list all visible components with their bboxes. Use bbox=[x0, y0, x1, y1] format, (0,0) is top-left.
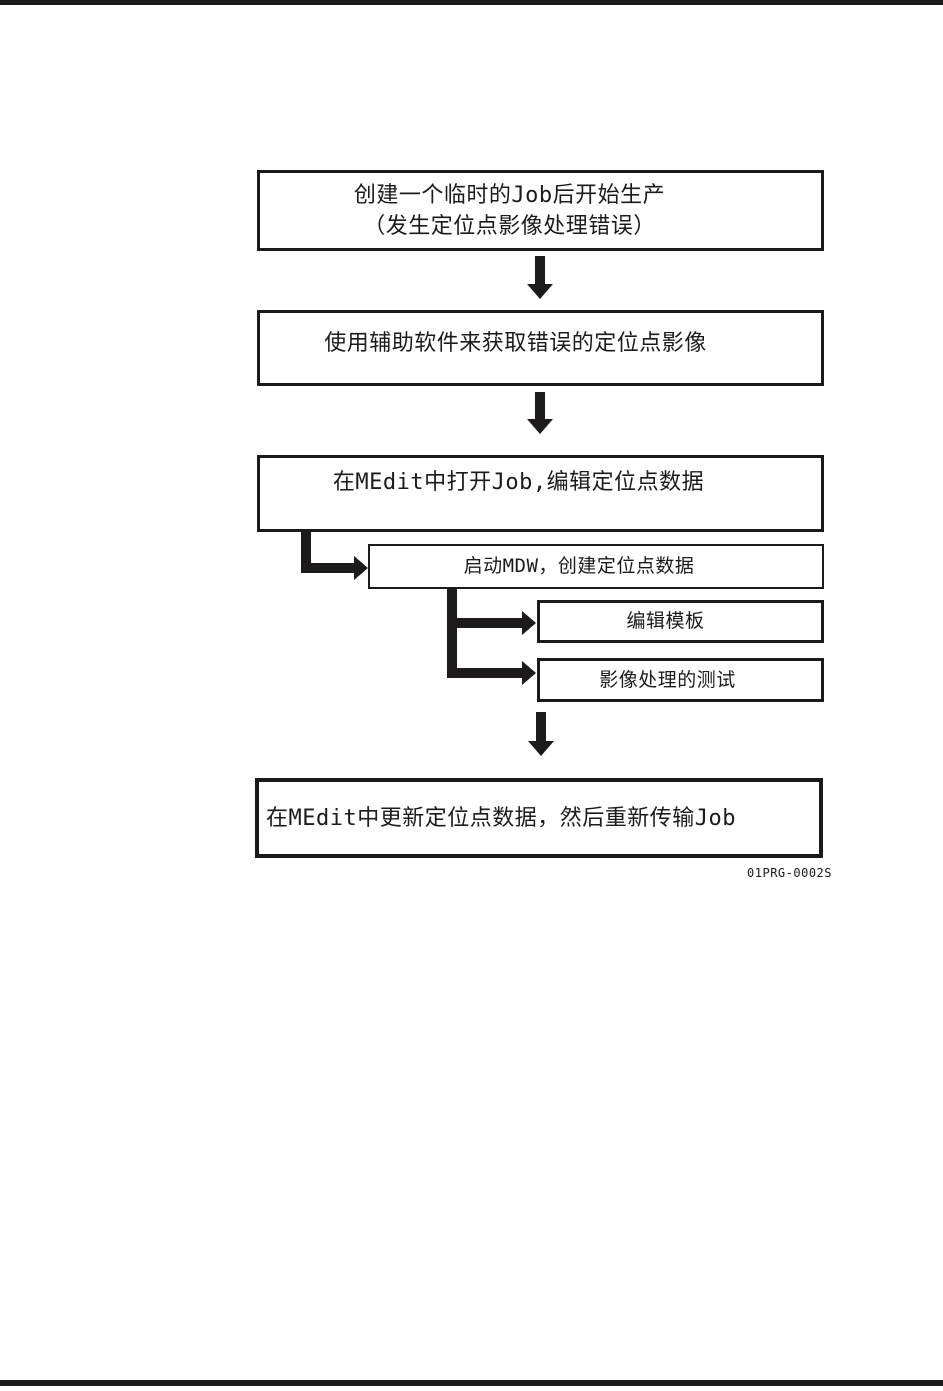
arrowhead-icon bbox=[354, 556, 368, 580]
flow-step-label: 编辑模板 bbox=[626, 610, 705, 632]
arrow-shaft bbox=[535, 256, 545, 284]
flow-step-image-processing-test: 影像处理的测试 bbox=[537, 658, 824, 702]
arrow-shaft bbox=[535, 392, 545, 419]
flow-step-launch-mdw: 启动MDW，创建定位点数据 bbox=[368, 544, 824, 589]
arrowhead-icon bbox=[522, 661, 536, 685]
arrow-shaft bbox=[447, 589, 457, 678]
arrowhead-icon bbox=[527, 419, 553, 434]
flow-step-open-job-medit: 在MEdit中打开Job,编辑定位点数据 bbox=[257, 455, 824, 532]
flow-step-line: 创建一个临时的Job后开始生产 bbox=[353, 182, 666, 208]
down-arrow-icon-3 bbox=[528, 712, 554, 756]
flow-step-label: 在MEdit中打开Job,编辑定位点数据 bbox=[332, 470, 705, 495]
arrowhead-icon bbox=[527, 284, 553, 299]
flow-step-line: （发生定位点影像处理错误） bbox=[363, 213, 656, 239]
arrow-shaft bbox=[447, 618, 523, 628]
arrow-shaft bbox=[536, 712, 546, 741]
flow-step-edit-template: 编辑模板 bbox=[537, 600, 824, 643]
figure-code: 01PRG-0002S bbox=[747, 866, 832, 880]
flow-step-label: 影像处理的测试 bbox=[599, 668, 736, 691]
page-bottom-rule bbox=[0, 1380, 943, 1386]
flow-step-label: 启动MDW，创建定位点数据 bbox=[463, 555, 695, 577]
down-arrow-icon-2 bbox=[527, 392, 553, 434]
arrowhead-icon bbox=[522, 611, 536, 635]
arrow-shaft bbox=[301, 563, 355, 573]
flow-step-acquire-fiducial-image: 使用辅助软件来获取错误的定位点影像 bbox=[257, 310, 824, 386]
arrow-shaft bbox=[447, 668, 523, 678]
flow-step-update-and-retransfer-job: 在MEdit中更新定位点数据，然后重新传输Job bbox=[255, 778, 823, 858]
flow-step-label: 使用辅助软件来获取错误的定位点影像 bbox=[324, 330, 707, 356]
page-top-rule bbox=[0, 0, 943, 5]
flow-step-label: 在MEdit中更新定位点数据，然后重新传输Job bbox=[266, 805, 736, 831]
down-arrow-icon-1 bbox=[527, 256, 553, 299]
arrow-shaft bbox=[301, 532, 311, 573]
arrowhead-icon bbox=[528, 741, 554, 756]
flow-step-create-temp-job: 创建一个临时的Job后开始生产 （发生定位点影像处理错误） bbox=[257, 170, 824, 251]
